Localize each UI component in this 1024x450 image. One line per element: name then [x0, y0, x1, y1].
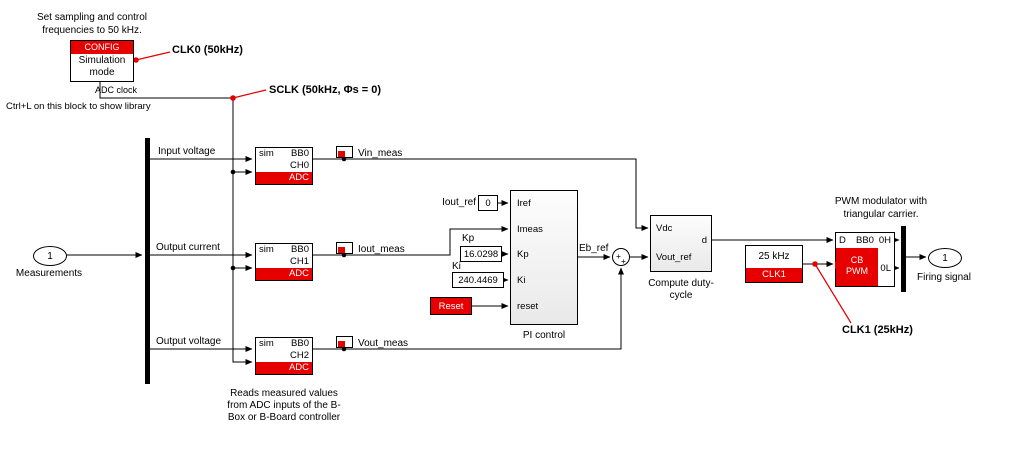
- adc-caption: Reads measured values from ADC inputs of…: [227, 388, 341, 423]
- compute-port-voutref: Vout_ref: [656, 252, 692, 263]
- signal-label-output-voltage: Output voltage: [156, 336, 222, 347]
- wire-iout-meas[interactable]: [313, 226, 509, 256]
- adc-ch0-board: BB0: [291, 148, 309, 159]
- sum-sign-bottom: +: [621, 256, 626, 266]
- sclk-callout: SCLK (50kHz, Φs = 0): [269, 84, 382, 96]
- pwm-clock-port-arrow: [835, 261, 841, 269]
- pwm-mode: CB: [850, 255, 864, 265]
- adc-ch1-channel: CH1: [289, 256, 309, 267]
- compute-duty-block[interactable]: Vdc Vout_ref d: [650, 215, 712, 272]
- measurement-bus-bar[interactable]: [145, 138, 150, 384]
- config-block-header: CONFIG: [71, 41, 133, 54]
- probe-label-iout: Iout_meas: [358, 244, 405, 255]
- adc-ch2-type: ADC: [256, 362, 312, 374]
- adc-ch1-board: BB0: [291, 244, 309, 255]
- iout-ref-constant[interactable]: 0: [478, 195, 498, 211]
- adc-block-ch2[interactable]: sim BB0 CH2 ADC: [255, 337, 313, 375]
- compute-port-d: d: [701, 235, 707, 246]
- pwm-port-d: D: [839, 235, 846, 246]
- kp-constant[interactable]: 16.0298: [460, 246, 502, 262]
- callout-anchor-dot: [133, 57, 139, 63]
- adc-ch0-type: ADC: [256, 172, 312, 184]
- config-note: Set sampling and control frequencies to …: [36, 12, 148, 36]
- adc-ch2-channel: CH2: [289, 350, 309, 361]
- pwm-board: BB0: [856, 235, 874, 246]
- reset-block[interactable]: Reset: [430, 297, 472, 315]
- input-port-oval[interactable]: 1: [33, 246, 67, 266]
- probe-block-vout[interactable]: [336, 336, 353, 348]
- pwm-port-0h: 0H: [878, 235, 891, 246]
- clk1-label: CLK1: [746, 268, 802, 282]
- library-hint: Ctrl+L on this block to show library: [6, 101, 151, 112]
- pi-control-caption: PI control: [522, 330, 566, 341]
- pi-control-block[interactable]: Iref Imeas Kp Ki reset: [510, 190, 578, 325]
- probe-icon: [338, 151, 345, 157]
- probe-block-vin[interactable]: [336, 146, 353, 158]
- adc-ch0-channel: CH0: [289, 160, 309, 171]
- config-block[interactable]: CONFIG Simulation mode: [70, 40, 134, 82]
- probe-icon: [338, 247, 345, 253]
- ki-constant[interactable]: 240.4469: [452, 272, 504, 288]
- pwm-caption: PWM modulator with triangular carrier.: [834, 196, 928, 220]
- iout-ref-value: 0: [485, 197, 491, 209]
- sum-block[interactable]: + +: [612, 248, 630, 266]
- sum-sign-left: +: [616, 251, 621, 261]
- pwm-port-0l: 0L: [880, 263, 891, 274]
- adc-block-ch1[interactable]: sim BB0 CH1 ADC: [255, 243, 313, 281]
- iout-ref-name: Iout_ref: [442, 197, 476, 208]
- output-port-number: 1: [942, 252, 948, 264]
- input-port-number: 1: [47, 250, 53, 262]
- adc-ch2-board: BB0: [291, 338, 309, 349]
- callout-anchor-dot: [812, 261, 818, 267]
- junction-dot: [230, 169, 236, 175]
- pi-port-imeas: Imeas: [517, 224, 543, 235]
- probe-icon: [338, 341, 345, 347]
- adc-ch1-mode: sim: [259, 244, 274, 255]
- callout-line-clk0: [135, 51, 171, 61]
- callout-line-clk1: [814, 263, 852, 324]
- kp-value: 16.0298: [463, 248, 499, 260]
- probe-label-vin: Vin_meas: [358, 148, 403, 159]
- wire-vin-meas[interactable]: [313, 158, 649, 231]
- output-port-label: Firing signal: [917, 272, 971, 283]
- clk1-callout: CLK1 (25kHz): [842, 324, 913, 336]
- clk0-callout: CLK0 (50kHz): [172, 44, 243, 56]
- pwm-block[interactable]: D BB0 0H CB PWM 0L: [835, 232, 895, 287]
- adc-ch2-mode: sim: [259, 338, 274, 349]
- compute-duty-caption: Compute duty-cycle: [648, 278, 714, 301]
- pwm-type: PWM: [846, 265, 868, 276]
- pi-port-reset: reset: [517, 301, 539, 312]
- output-port-oval[interactable]: 1: [928, 248, 962, 268]
- probe-label-vout: Vout_meas: [358, 338, 409, 349]
- ki-value: 240.4469: [458, 274, 498, 286]
- wire-adc-clock-main[interactable]: [99, 82, 253, 365]
- pi-port-kp: Kp: [517, 249, 529, 260]
- pi-port-ki: Ki: [517, 275, 526, 286]
- adc-ch0-mode: sim: [259, 148, 274, 159]
- callout-anchor-dot: [230, 95, 236, 101]
- signal-label-output-current: Output current: [156, 242, 220, 253]
- pi-port-iref: Iref: [517, 198, 531, 209]
- adc-block-ch0[interactable]: sim BB0 CH0 ADC: [255, 147, 313, 185]
- adc-ch1-type: ADC: [256, 268, 312, 280]
- compute-port-vdc: Vdc: [656, 223, 673, 234]
- kp-name: Kp: [462, 233, 475, 244]
- firing-bus-bar[interactable]: [901, 226, 906, 292]
- junction-dot: [230, 265, 236, 271]
- callout-line-sclk: [232, 89, 267, 99]
- clk1-block[interactable]: 25 kHz CLK1: [745, 245, 803, 283]
- adc-clock-label: ADC clock: [95, 85, 138, 95]
- input-port-label: Measurements: [15, 268, 83, 279]
- signal-label-input-voltage: Input voltage: [158, 146, 216, 157]
- config-block-body: Simulation mode: [78, 55, 126, 78]
- eb-ref-label: Eb_ref: [579, 243, 609, 254]
- probe-block-iout[interactable]: [336, 242, 353, 254]
- ki-name: Ki: [452, 261, 461, 272]
- reset-label: Reset: [438, 300, 464, 312]
- wire-vout-meas[interactable]: [313, 267, 624, 350]
- clk1-value: 25 kHz: [758, 251, 790, 262]
